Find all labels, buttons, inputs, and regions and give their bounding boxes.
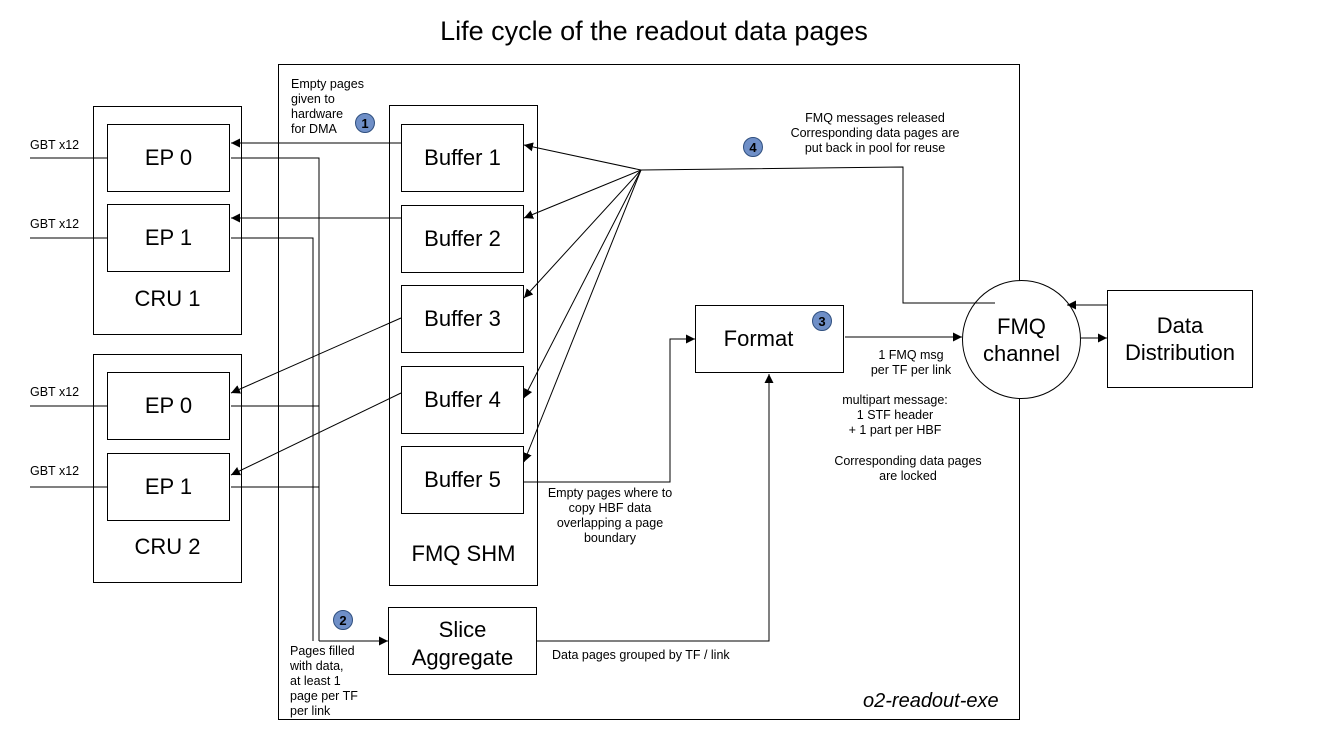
fmq-channel-line2: channel [982, 341, 1061, 366]
note-line: + 1 part per HBF [848, 423, 942, 437]
note-line: multipart message: [842, 393, 948, 407]
fmq-channel-line1: FMQ [997, 314, 1046, 339]
cru1-ep1: EP 1 [107, 204, 230, 272]
note-line: hardware [291, 107, 344, 121]
buffer-3: Buffer 3 [401, 285, 524, 353]
cru2-ep1: EP 1 [107, 453, 230, 521]
buffer-1: Buffer 1 [401, 124, 524, 192]
note-empty-copy: Empty pages where to copy HBF data overl… [534, 486, 686, 546]
note-multipart: multipart message: 1 STF header + 1 part… [830, 393, 960, 438]
arrow-release-buffer5 [523, 169, 642, 463]
arrow-buffer4-ep [230, 392, 402, 476]
note-line: 1 STF header [856, 408, 934, 422]
note-line: given to [291, 92, 335, 106]
arrow-release-buffer3 [523, 169, 642, 299]
note-locked: Corresponding data pages are locked [820, 454, 996, 484]
process-label: o2-readout-exe [863, 690, 999, 712]
note-line: per TF per link [870, 363, 952, 377]
note-line: Pages filled [290, 644, 355, 658]
note-line: Empty pages [291, 77, 364, 91]
note-line: per link [290, 704, 331, 718]
buffer-2: Buffer 2 [401, 205, 524, 273]
cru1-ep0: EP 0 [107, 124, 230, 192]
buffer-4: Buffer 4 [401, 366, 524, 434]
diagram-title: Life cycle of the readout data pages [440, 16, 868, 46]
step-badge-4: 4 [743, 137, 763, 157]
slice-aggregate-line1: Slice [438, 617, 487, 642]
note-grouped: Data pages grouped by TF / link [552, 648, 730, 662]
ep-output-line [231, 237, 314, 641]
note-pages-filled: Pages filled with data, at least 1 page … [290, 644, 358, 719]
gbt-label: GBT x12 [30, 217, 80, 231]
arrow-release-buffer2 [523, 169, 642, 219]
note-line: overlapping a page [556, 516, 664, 530]
note-line: with data, [290, 659, 344, 673]
step-badge-3: 3 [812, 311, 832, 331]
release-line [640, 166, 995, 304]
gbt-label: GBT x12 [30, 385, 80, 399]
note-line: FMQ messages released [805, 111, 945, 125]
data-distribution: Data Distribution [1107, 290, 1253, 388]
note-fmq-released: FMQ messages released Corresponding data… [760, 111, 990, 156]
arrow-buffer3-ep [230, 317, 402, 394]
gbt-label: GBT x12 [30, 464, 80, 478]
note-line: page per TF [290, 689, 358, 703]
note-line: 1 FMQ msg [878, 348, 944, 362]
note-fmq-msg: 1 FMQ msg per TF per link [846, 348, 976, 378]
note-line: are locked [879, 469, 937, 483]
note-line: boundary [583, 531, 637, 545]
arrow-release-buffer1 [523, 142, 642, 171]
slice-aggregate: Slice Aggregate [388, 607, 537, 675]
note-line: Empty pages where to [547, 486, 673, 500]
arrow-buffer5-to-format [524, 334, 695, 483]
note-line: at least 1 [290, 674, 341, 688]
fmq-channel: FMQ channel [962, 280, 1081, 399]
note-empty-pages: Empty pages given to hardware for DMA [291, 77, 364, 137]
note-line: put back in pool for reuse [804, 141, 946, 155]
note-line: copy HBF data [568, 501, 652, 515]
step-badge-1: 1 [355, 113, 375, 133]
cru2-label: CRU 2 [134, 534, 201, 559]
note-line: Corresponding data pages are [790, 126, 960, 140]
slice-aggregate-line2: Aggregate [411, 645, 514, 670]
data-distribution-line2: Distribution [1124, 340, 1236, 365]
step-badge-2: 2 [333, 610, 353, 630]
cru1-label: CRU 1 [134, 286, 201, 311]
data-distribution-line1: Data [1156, 313, 1204, 338]
fmq-shm-label: FMQ SHM [411, 541, 516, 566]
arrow-release-buffer4 [523, 169, 642, 399]
note-line: Corresponding data pages [834, 454, 982, 468]
gbt-label: GBT x12 [30, 138, 80, 152]
note-line: for DMA [291, 122, 337, 136]
cru2-ep0: EP 0 [107, 372, 230, 440]
ep-output-line [231, 157, 320, 641]
arrow-slice-to-format [537, 374, 774, 642]
buffer-5: Buffer 5 [401, 446, 524, 514]
